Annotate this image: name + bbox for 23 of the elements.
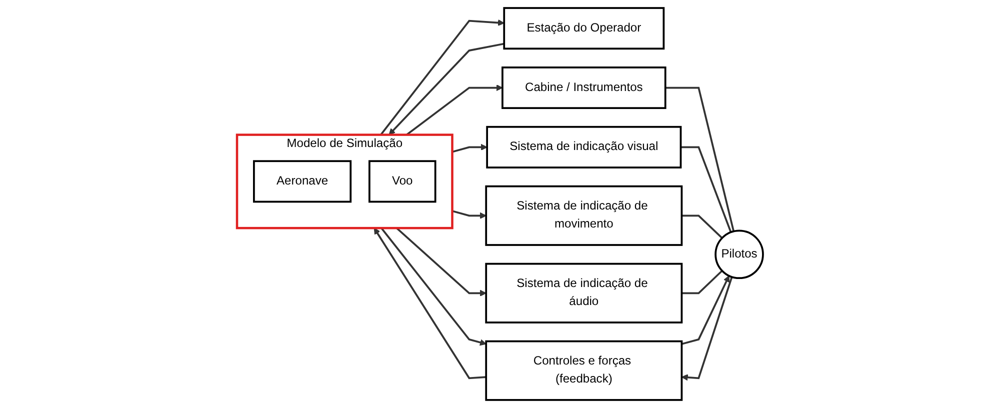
- arrow: [380, 227, 486, 346]
- node-box: Sistema de indicação de áudio: [485, 262, 683, 324]
- arrow: [380, 19, 504, 136]
- arrow: [406, 84, 503, 136]
- connector: [682, 214, 723, 239]
- node-box: Estação do Operador: [503, 7, 665, 50]
- arrow: [681, 276, 733, 381]
- connector: [682, 270, 723, 294]
- node-circle: Pilotos: [714, 230, 764, 280]
- connector: [665, 86, 735, 232]
- arrow: [452, 144, 488, 153]
- node-box: Cabine / Instrumentos: [502, 66, 666, 110]
- node-box: Voo: [368, 160, 436, 203]
- node-box: Controles e forças (feedback): [485, 340, 683, 401]
- arrow: [388, 42, 504, 136]
- arrow: [374, 228, 486, 380]
- node-box: Aeronave: [253, 160, 352, 203]
- arrow: [681, 275, 730, 345]
- node-box: Sistema de indicação de movimento: [485, 185, 683, 246]
- connector: [680, 146, 732, 233]
- arrow: [452, 210, 486, 219]
- arrow: [396, 227, 486, 296]
- node-box: Sistema de indicação visual: [486, 126, 682, 168]
